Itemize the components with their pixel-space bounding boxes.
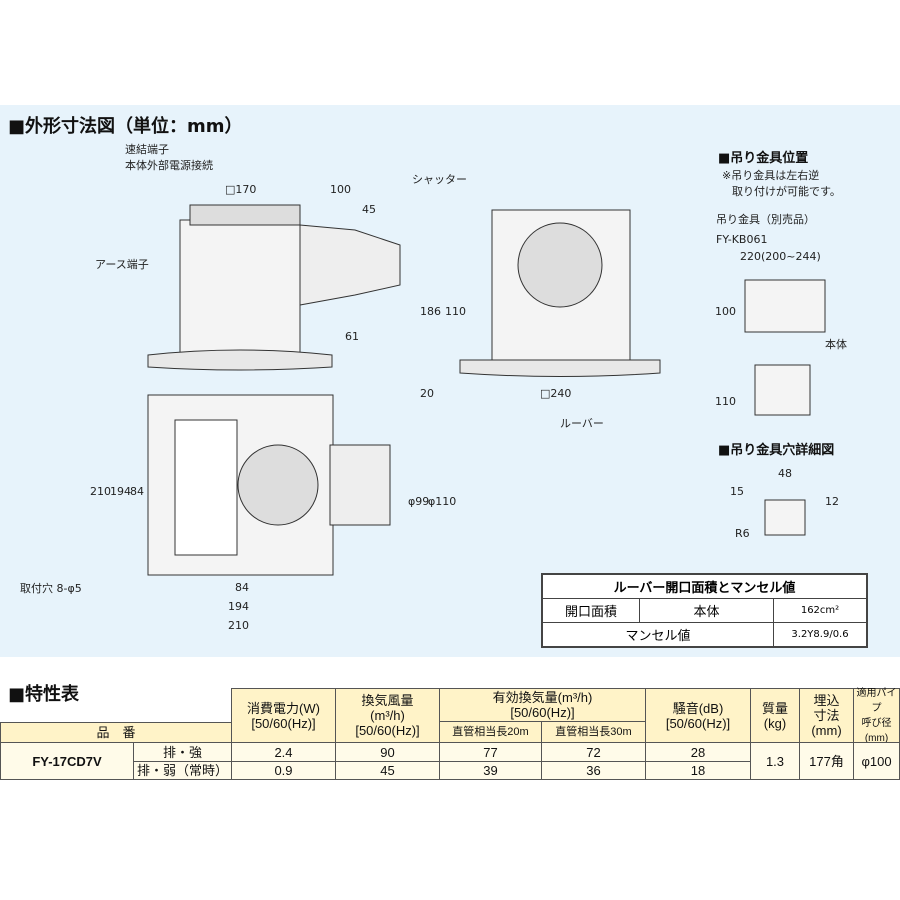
dim-210-v: 210 — [90, 485, 111, 498]
dim-170: □170 — [225, 183, 256, 196]
spec-table: 品 番 消費電力(W) [50/60(Hz)] 換気風量 (m³/h) [50/… — [0, 688, 900, 780]
dim-84-v: 84 — [130, 485, 144, 498]
dim-100: 100 — [330, 183, 351, 196]
header-power: 消費電力(W) [50/60(Hz)] — [231, 688, 336, 743]
label-mount-holes: 取付穴 8-φ5 — [20, 581, 82, 595]
dim-15: 15 — [730, 485, 744, 498]
dim-186: 186 — [420, 305, 441, 318]
flow-strong: 90 — [335, 742, 440, 762]
dim-48: 48 — [778, 467, 792, 480]
dim-20: 20 — [420, 387, 434, 400]
header-mass: 質量 (kg) — [750, 688, 800, 743]
eff30-weak: 36 — [541, 761, 646, 780]
dim-220: 220(200~244) — [740, 250, 821, 263]
mass-value: 1.3 — [750, 742, 800, 780]
front-view — [459, 209, 661, 377]
outline-title: ■外形寸法図（単位：mm） — [8, 116, 243, 137]
bottom-view — [147, 394, 391, 576]
dim-240: □240 — [540, 387, 571, 400]
dim-110-pipe: φ110 — [428, 495, 456, 508]
header-eff20: 直管相当長20m — [439, 721, 542, 743]
hanger-note-2: 取り付けが可能です。 — [732, 184, 841, 198]
eff20-strong: 77 — [439, 742, 542, 762]
label-earth: アース端子 — [95, 258, 149, 271]
area-label: 開口面積 — [542, 598, 640, 623]
label-terminal: 速結端子 — [125, 142, 169, 156]
hanger-part: 吊り金具（別売品） — [716, 212, 815, 226]
dim-61: 61 — [345, 330, 359, 343]
dim-84-h: 84 — [235, 581, 249, 594]
pipe-value: φ100 — [853, 742, 900, 780]
noise-weak: 18 — [645, 761, 751, 780]
header-embed: 埋込 寸法 (mm) — [799, 688, 854, 743]
louver-table: ルーバー開口面積とマンセル値 開口面積 本体 162cm² マンセル値 3.2Y… — [541, 573, 868, 648]
label-shutter: シャッター — [412, 173, 467, 186]
label-power: 本体外部電源接続 — [125, 158, 213, 172]
eff30-strong: 72 — [541, 742, 646, 762]
body-label: 本体 — [639, 598, 774, 623]
noise-strong: 28 — [645, 742, 751, 762]
dim-194-v: 194 — [110, 485, 131, 498]
hanger-model: FY-KB061 — [716, 233, 767, 246]
label-louver: ルーバー — [560, 417, 604, 430]
label-body: 本体 — [825, 337, 847, 351]
mode-strong: 排・強 — [133, 742, 232, 762]
power-strong: 2.4 — [231, 742, 336, 762]
dimension-drawings: 速結端子 本体外部電源接続 アース端子 シャッター □170 100 45 61… — [20, 142, 847, 632]
mode-weak: 排・弱（常時） — [133, 761, 232, 780]
hanger-note-1: ※吊り金具は左右逆 — [722, 168, 819, 182]
power-weak: 0.9 — [231, 761, 336, 780]
louver-table-title: ルーバー開口面積とマンセル値 — [542, 574, 867, 599]
area-value: 162cm² — [773, 598, 867, 623]
header-flow: 換気風量 (m³/h) [50/60(Hz)] — [335, 688, 440, 743]
model-cell: FY-17CD7V — [0, 742, 134, 780]
dim-hanger-110: 110 — [715, 395, 736, 408]
header-model: 品 番 — [0, 722, 232, 743]
header-pipe: 適用パイプ 呼び径 (mm) — [853, 688, 900, 744]
dim-210-h: 210 — [228, 619, 249, 632]
hole-title: ■吊り金具穴詳細図 — [718, 442, 834, 458]
side-view — [147, 204, 401, 371]
dim-99: φ99 — [408, 495, 429, 508]
dim-12: 12 — [825, 495, 839, 508]
flow-weak: 45 — [335, 761, 440, 780]
header-noise: 騒音(dB) [50/60(Hz)] — [645, 688, 751, 743]
dim-hanger-100: 100 — [715, 305, 736, 318]
header-effective: 有効換気量(m³/h) [50/60(Hz)] — [439, 688, 646, 722]
dim-45: 45 — [362, 203, 376, 216]
dim-110: 110 — [445, 305, 466, 318]
munsell-value: 3.2Y8.9/0.6 — [773, 622, 867, 647]
hanger-title: ■吊り金具位置 — [718, 150, 808, 166]
spec-title: ■特性表 — [8, 684, 80, 705]
header-eff30: 直管相当長30m — [541, 721, 646, 743]
embed-value: 177角 — [799, 742, 854, 780]
dim-194-h: 194 — [228, 600, 249, 613]
eff20-weak: 39 — [439, 761, 542, 780]
munsell-label: マンセル値 — [542, 622, 774, 647]
dim-r6: R6 — [735, 527, 750, 540]
